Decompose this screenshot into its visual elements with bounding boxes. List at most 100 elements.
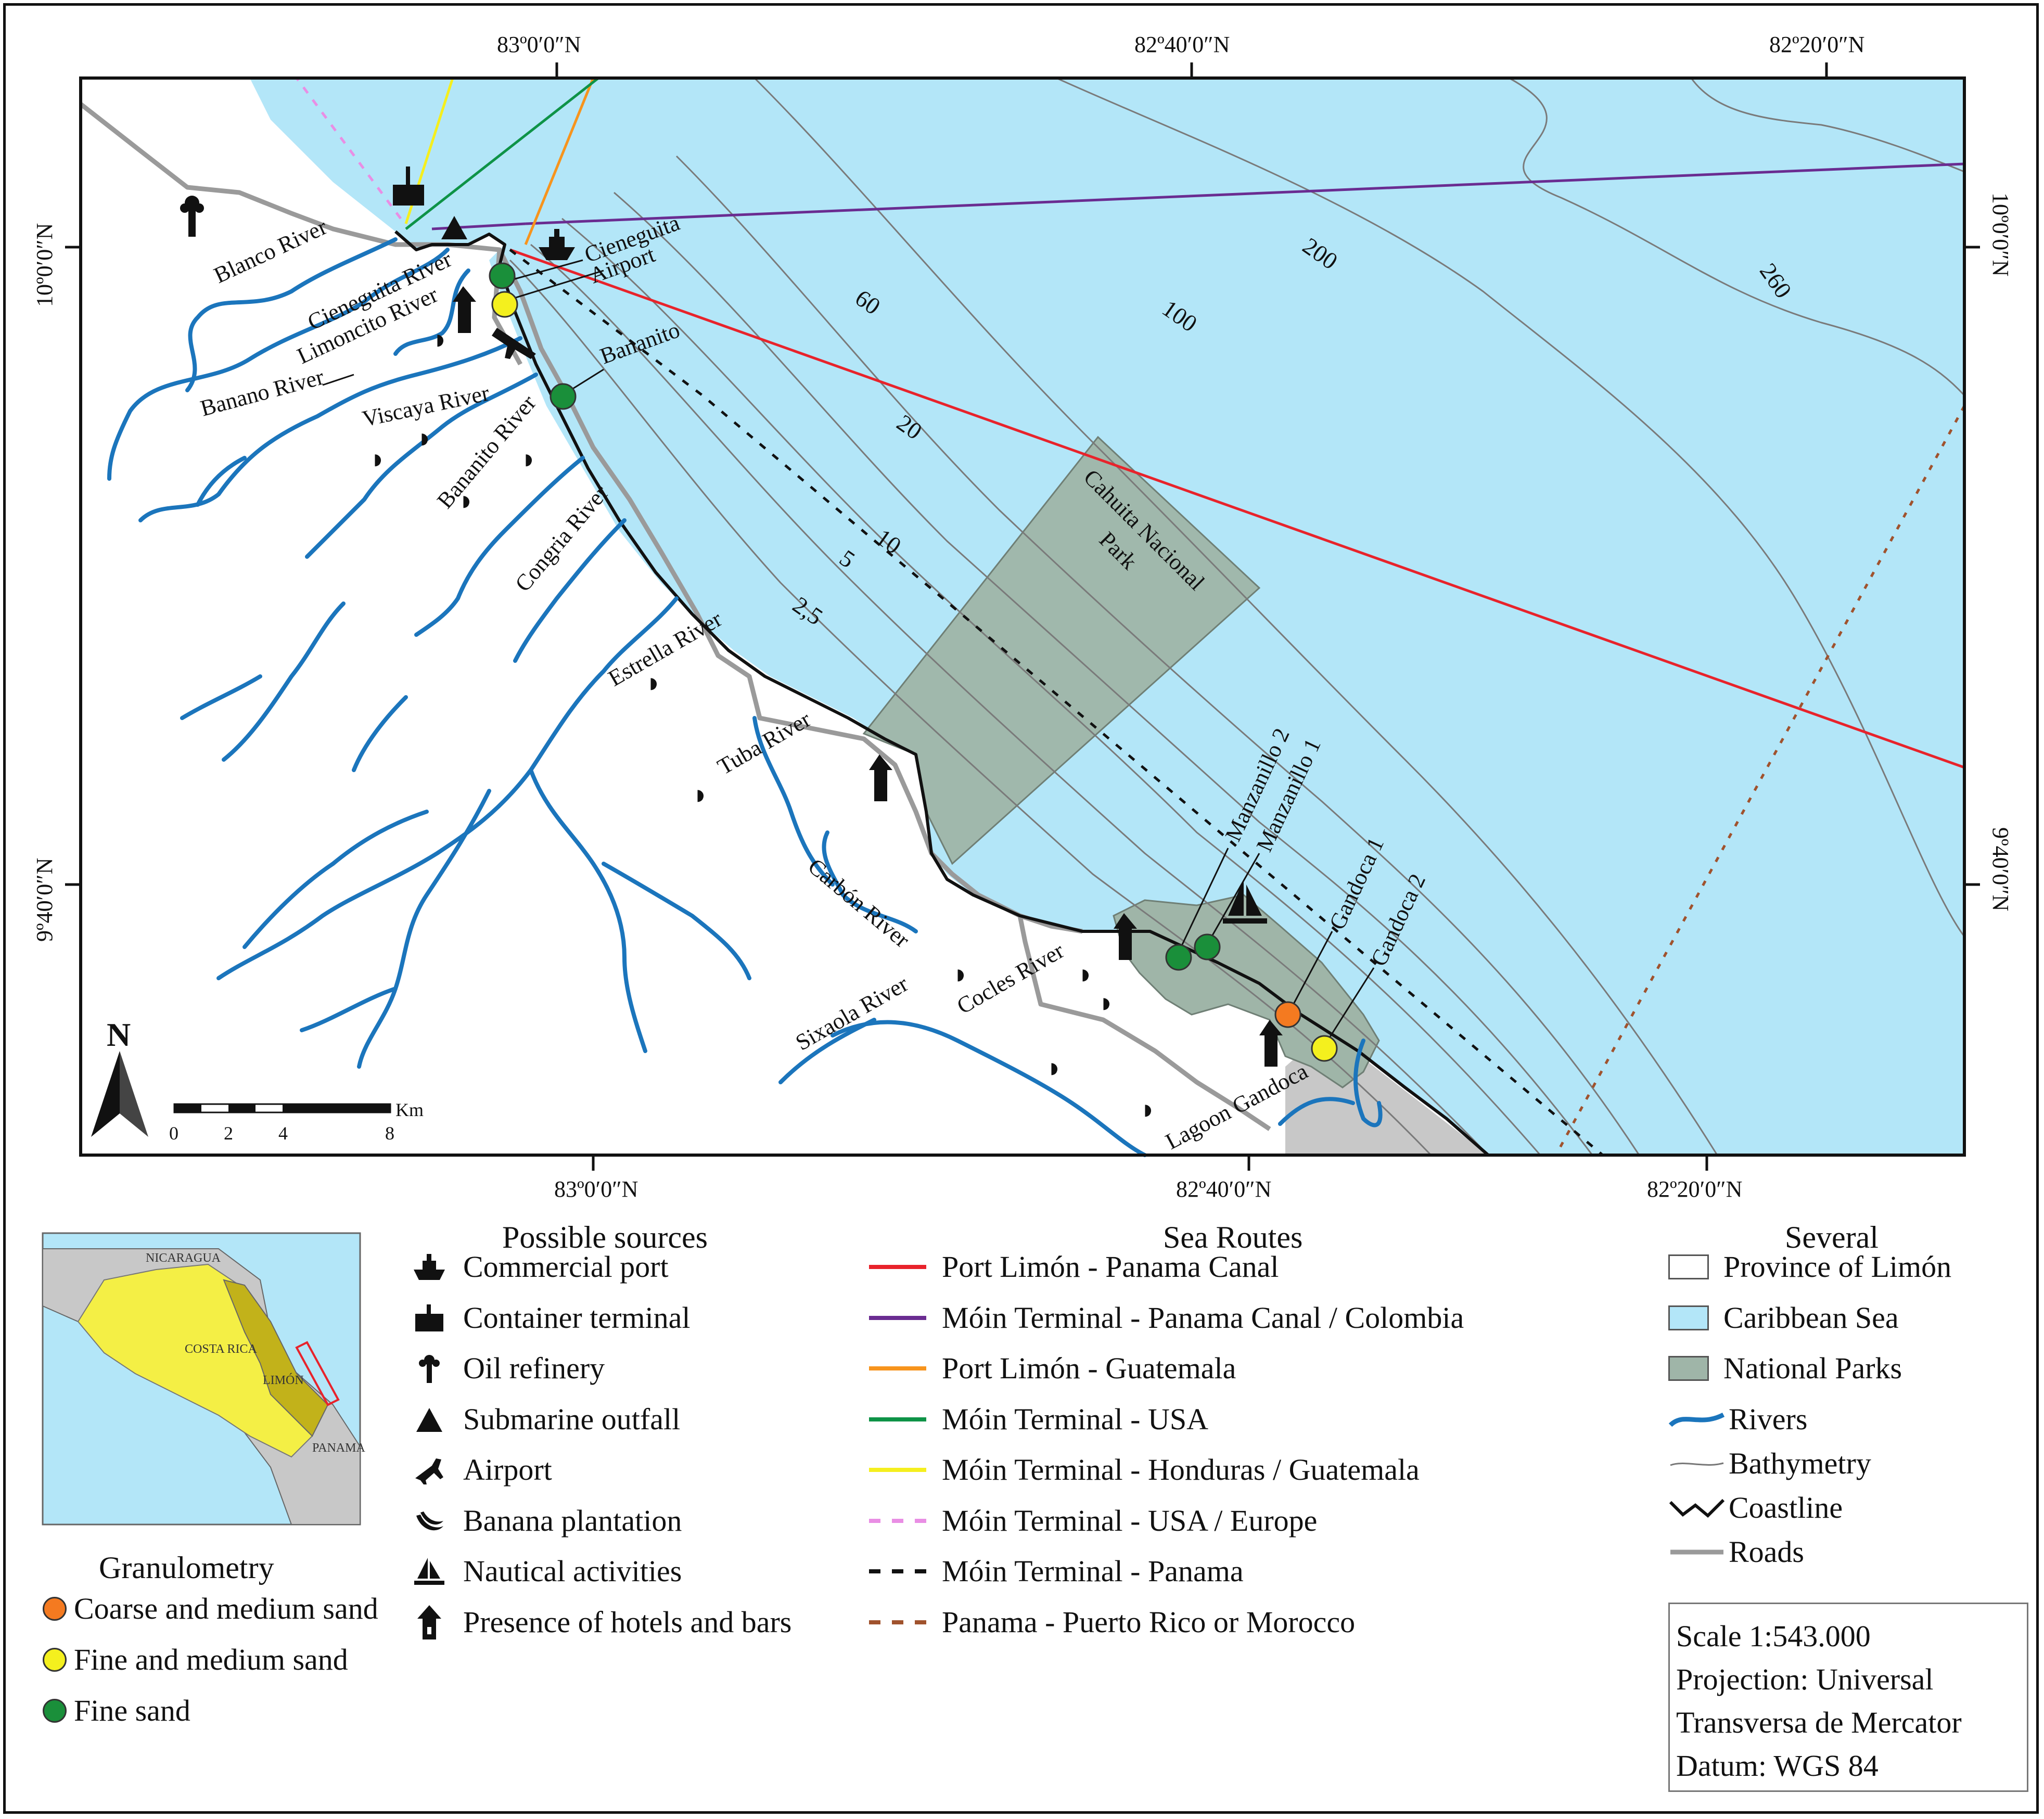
route-line-swatch — [869, 1468, 926, 1472]
inset-label-limon: LIMÓN — [263, 1373, 304, 1387]
bathymetry-contours — [509, 77, 1965, 1156]
route-item: Port Limón - Guatemala — [869, 1348, 1236, 1389]
figure-frame — [3, 3, 2039, 1814]
several-swatch — [1668, 1305, 1709, 1330]
sample-cieneguita — [489, 262, 516, 289]
several-swatch — [1668, 1254, 1709, 1279]
lon-bottom-3: 82º20′0″N — [1647, 1176, 1742, 1202]
several-label: National Parks — [1723, 1351, 1902, 1385]
sample-manzanillo-2 — [1165, 944, 1192, 971]
several-label: Rivers — [1729, 1402, 1808, 1436]
route-label: Móin Terminal - USA / Europe — [942, 1503, 1318, 1538]
several-label: Bathymetry — [1729, 1446, 1871, 1480]
source-item: Submarine outfall — [401, 1399, 680, 1440]
granulometry-item-coarse: Coarse and medium sand — [43, 1588, 378, 1630]
lat-right-1: 10º0′0″N — [1988, 193, 2013, 276]
route-limon-guatemala — [524, 78, 595, 245]
route-line-swatch — [869, 1417, 926, 1421]
refinery-icon — [180, 196, 204, 237]
route-item: Móin Terminal - Panama Canal / Colombia — [869, 1297, 1464, 1339]
lat-left-2: 9º40′0″N — [32, 858, 57, 942]
route-moin-panama-colombia — [525, 162, 1965, 225]
sample-bananito — [550, 383, 577, 410]
scale-tick-4: 4 — [278, 1123, 288, 1144]
source-item: Presence of hotels and bars — [401, 1602, 791, 1643]
granulometry-title: Granulometry — [99, 1551, 274, 1585]
route-item: Móin Terminal - Honduras / Guatemala — [869, 1449, 1420, 1491]
route-label: Móin Terminal - USA — [942, 1402, 1209, 1436]
several-label: Province of Limón — [1723, 1250, 1952, 1284]
scalebar: 0 2 4 8 Km — [169, 1099, 424, 1144]
graticule-labels: 83º0′0″N 82º40′0″N 82º20′0″N 83º0′0″N 82… — [32, 32, 2013, 1202]
info-scale: Scale 1:543.000 — [1676, 1619, 1871, 1653]
sample-gandoca-2 — [1311, 1035, 1338, 1062]
inset-label-panama: PANAMA — [312, 1441, 365, 1455]
info-datum: Datum: WGS 84 — [1676, 1749, 1879, 1783]
scale-unit: Km — [395, 1099, 424, 1120]
info-transversa: Transversa de Mercator — [1676, 1706, 1962, 1739]
several-swatch — [1668, 1356, 1709, 1381]
several-label: Caribbean Sea — [1723, 1300, 1899, 1335]
yellow-dot-icon — [43, 1648, 67, 1672]
source-item: Oil refinery — [401, 1348, 605, 1389]
svg-text:◗: ◗ — [1046, 1052, 1063, 1083]
map-border — [79, 76, 1966, 1157]
sample-airport — [491, 291, 518, 318]
map-info-box: Scale 1:543.000 Projection: Universal Tr… — [1668, 1603, 2028, 1792]
refinery-icon — [401, 1348, 458, 1389]
sample-gandoca-1 — [1274, 1001, 1301, 1028]
several-swatch — [1669, 1498, 1725, 1518]
inset-label-costa-rica: COSTA RICA — [185, 1342, 257, 1356]
source-label: Nautical activities — [463, 1554, 682, 1588]
granulometry-label-fine: Fine sand — [74, 1694, 190, 1727]
airplane-icon — [492, 328, 536, 359]
graticule-ticks — [65, 62, 1980, 1171]
lon-top-1: 83º0′0″N — [497, 32, 581, 57]
lat-left-1: 10º0′0″N — [32, 223, 57, 307]
route-label: Móin Terminal - Panama — [942, 1554, 1244, 1588]
route-label: Port Limón - Panama Canal — [942, 1250, 1279, 1284]
several-item: Roads — [1668, 1531, 1804, 1573]
source-icons-map: ◗◗◗ ◗◗◗ ◗◗◗ ◗◗◗ — [180, 166, 1283, 1125]
svg-text:◗: ◗ — [645, 667, 662, 698]
source-label: Oil refinery — [463, 1351, 605, 1385]
airplane-icon — [401, 1449, 458, 1491]
svg-text:◗: ◗ — [1098, 987, 1115, 1018]
sample-points — [489, 262, 1338, 1062]
several-swatch — [1670, 1462, 1724, 1466]
route-item: Panama - Puerto Rico or Morocco — [869, 1602, 1355, 1643]
container-icon — [401, 1297, 458, 1339]
route-label: Port Limón - Guatemala — [942, 1351, 1236, 1385]
sea-routes-map — [295, 77, 1966, 1156]
route-label: Móin Terminal - Panama Canal / Colombia — [942, 1300, 1464, 1335]
source-label: Submarine outfall — [463, 1402, 681, 1436]
source-item: Banana plantation — [401, 1500, 682, 1542]
sources-title: Possible sources — [502, 1220, 708, 1254]
route-item: Móin Terminal - Panama — [869, 1551, 1244, 1592]
container-icon — [393, 185, 424, 206]
inset-study-area — [295, 1341, 340, 1406]
granulometry-label-coarse: Coarse and medium sand — [74, 1592, 378, 1625]
north-label: N — [107, 1016, 131, 1053]
lon-top-3: 82º20′0″N — [1769, 32, 1864, 57]
sample-manzanillo-1 — [1194, 933, 1221, 960]
route-line-swatch — [869, 1518, 926, 1523]
lon-bottom-2: 82º40′0″N — [1176, 1176, 1271, 1202]
svg-text:◗: ◗ — [1140, 1094, 1157, 1125]
source-item: Nautical activities — [401, 1551, 682, 1592]
lon-top-2: 82º40′0″N — [1134, 32, 1230, 57]
hotel-icon — [401, 1602, 458, 1643]
inset-label-nicaragua: NICARAGUA — [146, 1251, 221, 1265]
route-item: Móin Terminal - USA — [869, 1399, 1208, 1440]
route-line-swatch — [869, 1569, 926, 1573]
inset-map: NICARAGUA COSTA RICA LIMÓN PANAMA — [42, 1232, 365, 1526]
several-label: Coastline — [1729, 1490, 1843, 1525]
route-moin-usa-europe — [295, 77, 402, 220]
source-item: Airport — [401, 1449, 552, 1491]
rivers — [107, 237, 1383, 1157]
route-moin-panama — [509, 249, 1604, 1156]
svg-text:◗: ◗ — [952, 958, 969, 990]
several-item: Rivers — [1668, 1399, 1807, 1440]
callout-lines — [322, 259, 1375, 1046]
